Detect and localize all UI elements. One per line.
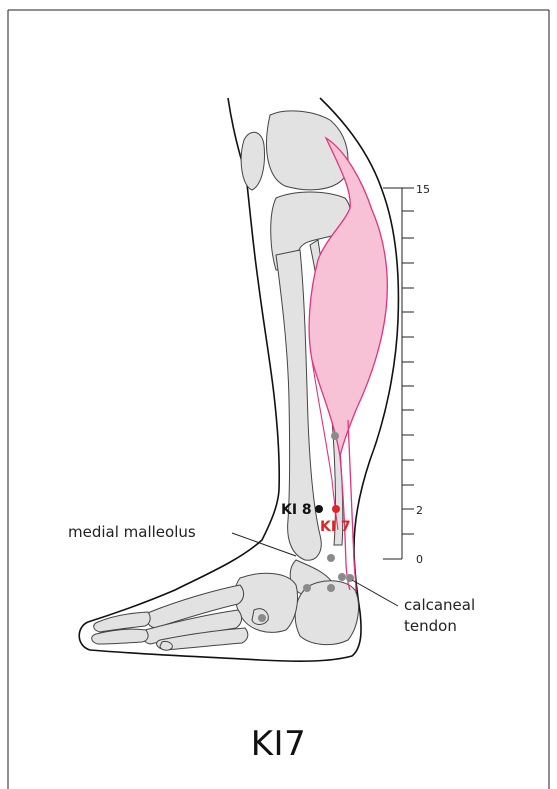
point-ankle-3	[303, 584, 311, 592]
ki7-label: KI 7	[320, 519, 351, 535]
point-foot	[258, 614, 266, 622]
point-ki8	[315, 505, 323, 513]
calcaneal-label-line2: tendon	[404, 617, 457, 635]
diagram-caption: KI7	[0, 724, 557, 764]
phalanges-1	[94, 612, 150, 632]
heel-bone-small	[160, 641, 172, 650]
scale-label-15: 15	[416, 183, 430, 196]
point-upper-leg	[331, 432, 339, 440]
calcaneal-tendon-line-2	[348, 420, 356, 592]
point-ankle-4	[327, 584, 335, 592]
point-ankle-1	[327, 554, 335, 562]
point-ki7	[332, 505, 340, 513]
medial-malleolus-label: medial malleolus	[68, 523, 196, 541]
scale-label-2: 2	[416, 504, 423, 517]
ki8-label: KI 8	[281, 502, 312, 518]
measurement-scale	[383, 188, 414, 559]
tarsal-bones	[235, 573, 298, 632]
calcaneal-label-line1: calcaneal	[404, 596, 475, 614]
point-ankle-2	[338, 573, 346, 581]
scale-label-0: 0	[416, 553, 423, 566]
patella	[241, 132, 264, 190]
